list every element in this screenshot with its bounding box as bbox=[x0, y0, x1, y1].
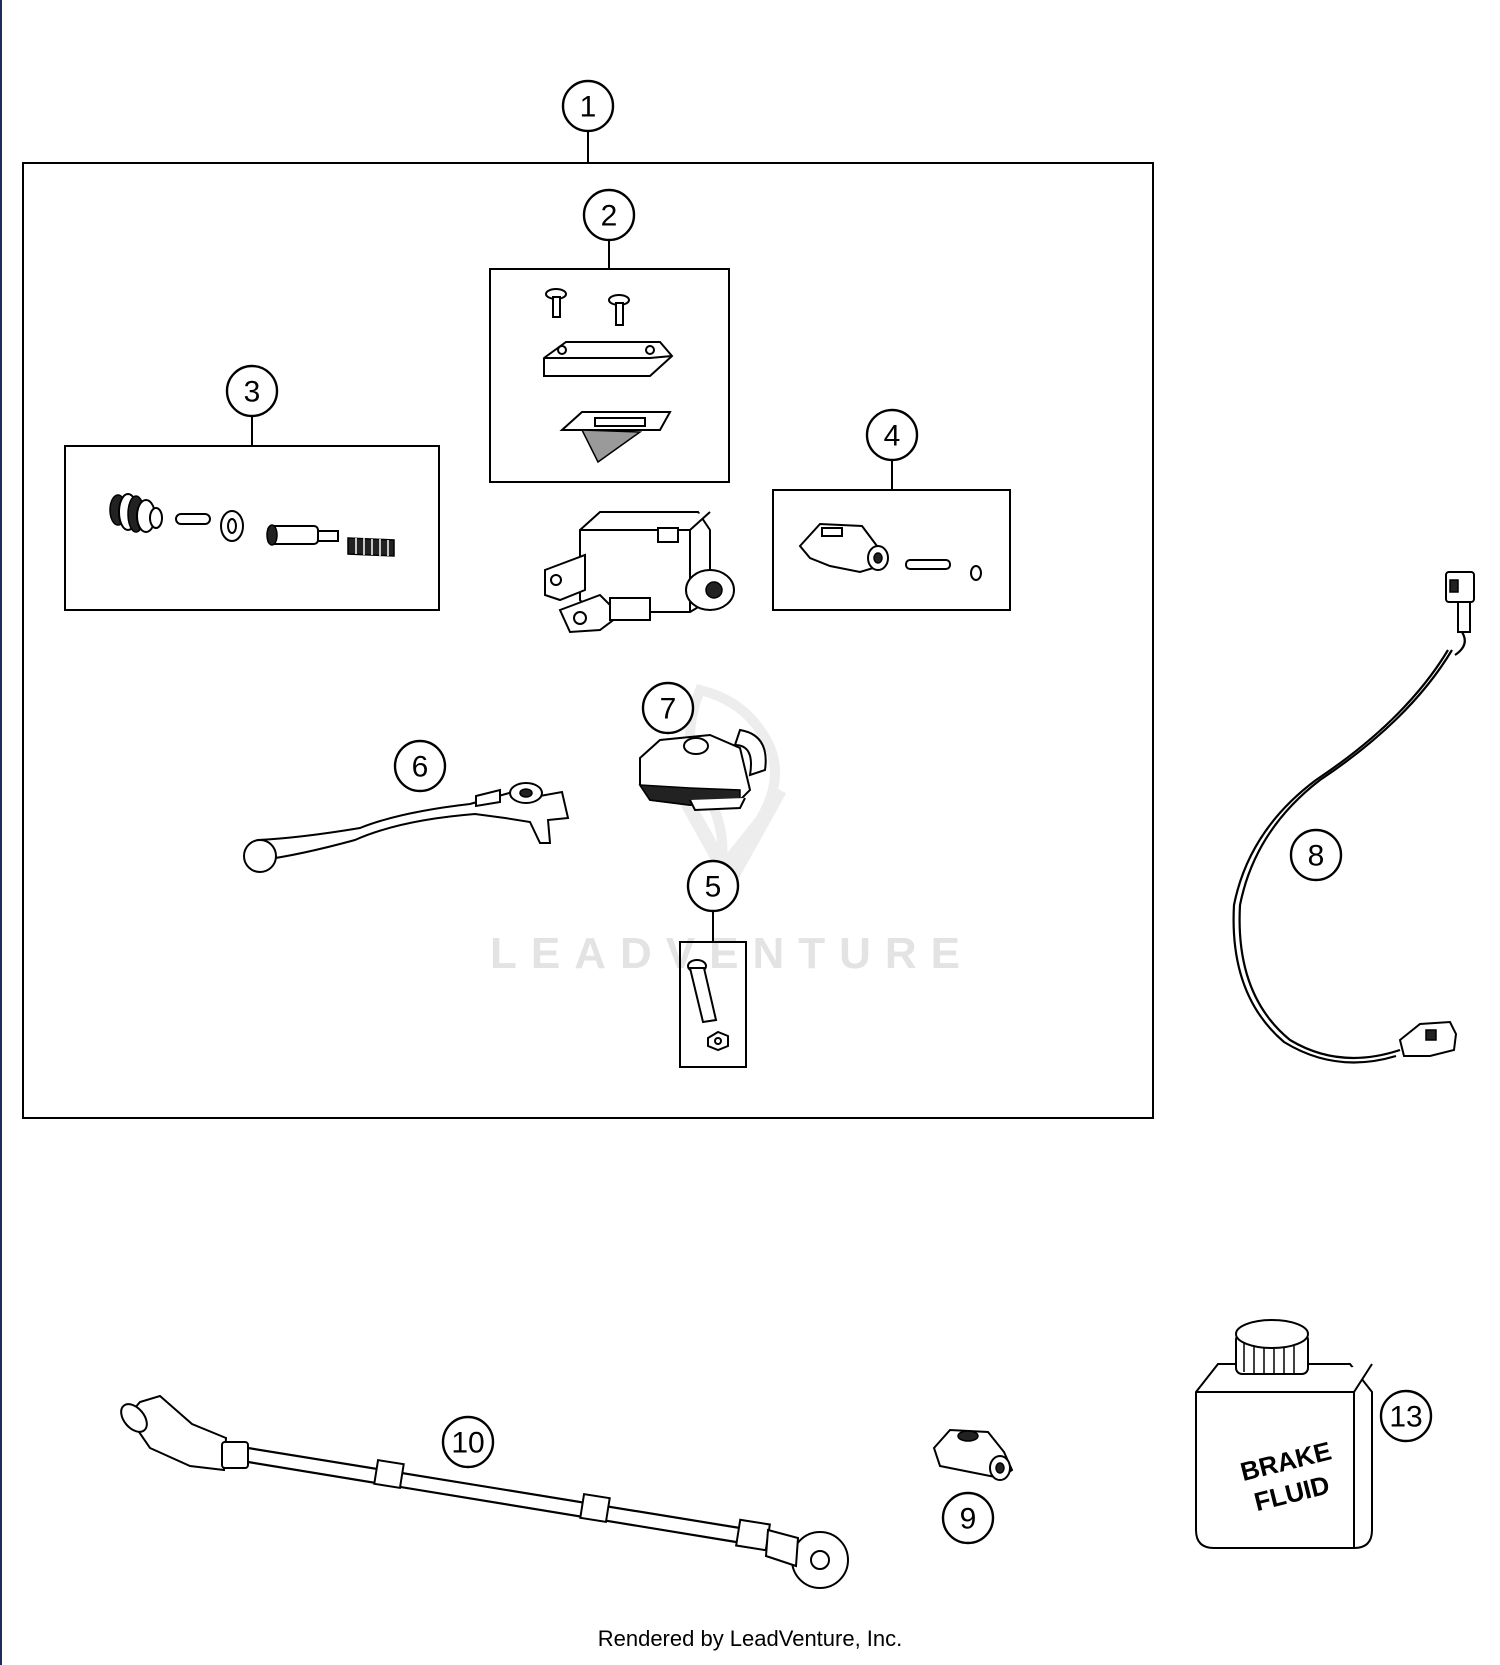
callout-2[interactable]: 2 bbox=[582, 188, 636, 242]
switch-cable bbox=[1238, 649, 1453, 1060]
reservoir-cover-screws bbox=[545, 288, 630, 326]
push-rod bbox=[175, 513, 211, 525]
brake-hose bbox=[120, 1394, 849, 1589]
callout-5[interactable]: 5 bbox=[686, 859, 740, 913]
pivot-nut bbox=[707, 1030, 729, 1052]
callout-13[interactable]: 13 bbox=[1379, 1389, 1433, 1443]
callout-3[interactable]: 3 bbox=[225, 364, 279, 418]
callout-4[interactable]: 4 bbox=[865, 408, 919, 462]
watermark-text: LEADVENTURE bbox=[490, 929, 974, 978]
callout-8-label: 8 bbox=[1308, 840, 1325, 873]
callout-10-label: 10 bbox=[451, 1427, 484, 1460]
callout-8[interactable]: 8 bbox=[1289, 828, 1343, 882]
footer-credit: Rendered by LeadVenture, Inc. bbox=[597, 1626, 903, 1651]
washer bbox=[220, 510, 244, 542]
handlebar-clamp-9 bbox=[932, 1428, 1014, 1481]
dust-boot bbox=[109, 493, 163, 533]
callout-7[interactable]: 7 bbox=[641, 681, 695, 735]
kit-box-3 bbox=[64, 445, 440, 611]
pivot-bolt bbox=[687, 959, 718, 1024]
left-edge-rule bbox=[0, 0, 2, 1665]
callout-13-label: 13 bbox=[1389, 1401, 1422, 1434]
reservoir-cover bbox=[543, 341, 674, 377]
clamp-ring bbox=[970, 565, 982, 581]
callout-9-label: 9 bbox=[960, 1503, 977, 1536]
brake-fluid-can: BRAKE FLUID bbox=[1195, 1319, 1373, 1549]
callout-9[interactable]: 9 bbox=[941, 1491, 995, 1545]
callout-1-label: 1 bbox=[580, 91, 597, 124]
callout-6-label: 6 bbox=[412, 751, 429, 784]
switch-connector bbox=[1398, 1020, 1458, 1057]
callout-3-label: 3 bbox=[244, 376, 261, 409]
callout-5-label: 5 bbox=[705, 871, 722, 904]
callout-6[interactable]: 6 bbox=[393, 739, 447, 793]
brake-lever bbox=[243, 782, 570, 873]
reservoir-diaphragm bbox=[559, 411, 672, 464]
callout-10[interactable]: 10 bbox=[441, 1415, 495, 1469]
brake-light-switch bbox=[1445, 571, 1475, 656]
watermark: LEADVENTURE bbox=[490, 684, 974, 978]
callout-4-label: 4 bbox=[884, 420, 901, 453]
clamp-pin bbox=[905, 559, 951, 570]
callout-1[interactable]: 1 bbox=[561, 79, 615, 133]
lever-holder bbox=[638, 728, 767, 812]
piston bbox=[266, 524, 339, 546]
handlebar-clamp bbox=[798, 522, 889, 574]
return-spring bbox=[347, 537, 395, 557]
callout-2-label: 2 bbox=[601, 200, 618, 233]
master-cylinder-body bbox=[544, 511, 735, 634]
callout-7-label: 7 bbox=[660, 693, 677, 726]
